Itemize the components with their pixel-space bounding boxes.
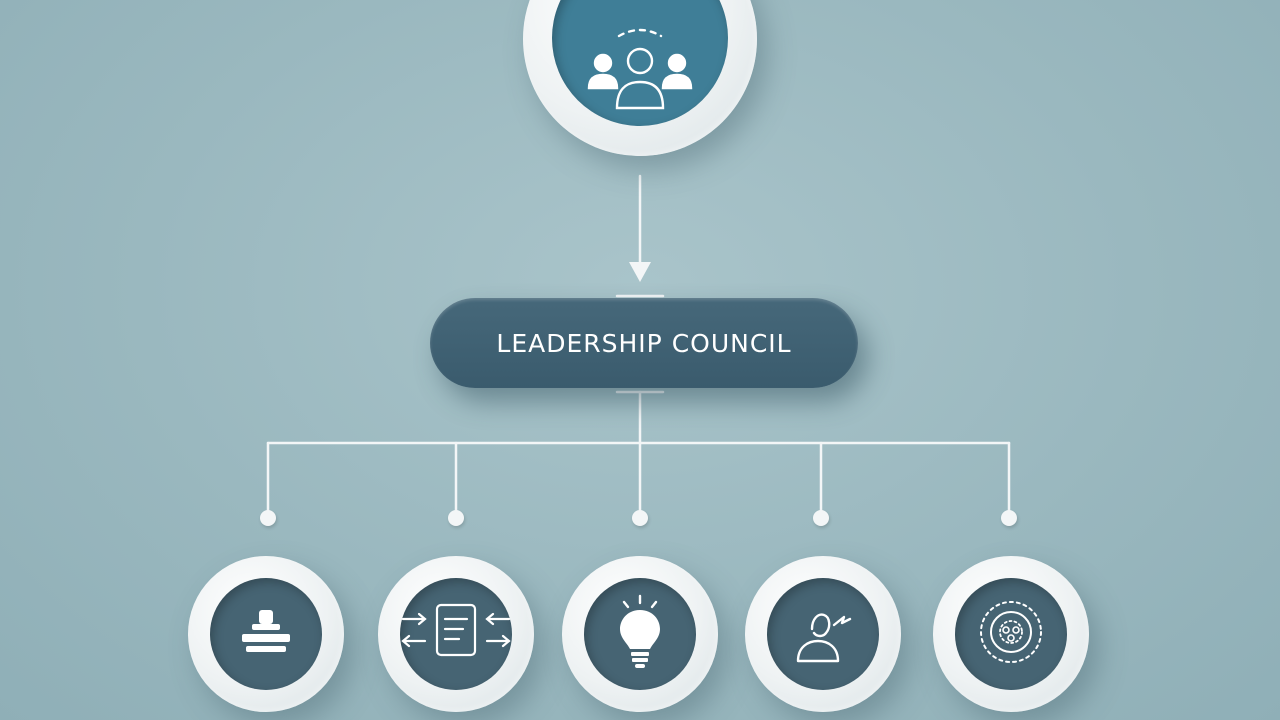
branch-dot-2 (448, 510, 464, 526)
leadership-council-node[interactable]: LEADERSHIP COUNCIL (430, 298, 858, 388)
stamp-icon (234, 600, 298, 668)
branch-dot-5 (1001, 510, 1017, 526)
network-circle-icon (971, 592, 1051, 676)
arrow-head-down (629, 262, 651, 282)
branch-dot-3 (632, 510, 648, 526)
council-label: LEADERSHIP COUNCIL (496, 328, 792, 358)
top-node[interactable] (552, 0, 728, 126)
child-node-2[interactable] (400, 578, 512, 690)
person-spark-icon (788, 597, 858, 671)
document-exchange-icon (401, 597, 511, 671)
child-node-5[interactable] (955, 578, 1067, 690)
child-node-4[interactable] (767, 578, 879, 690)
child-node-3[interactable] (584, 578, 696, 690)
child-node-1[interactable] (210, 578, 322, 690)
branch-dot-4 (813, 510, 829, 526)
branch-dot-1 (260, 510, 276, 526)
group-people-icon (575, 26, 705, 120)
lightbulb-icon (610, 592, 670, 676)
